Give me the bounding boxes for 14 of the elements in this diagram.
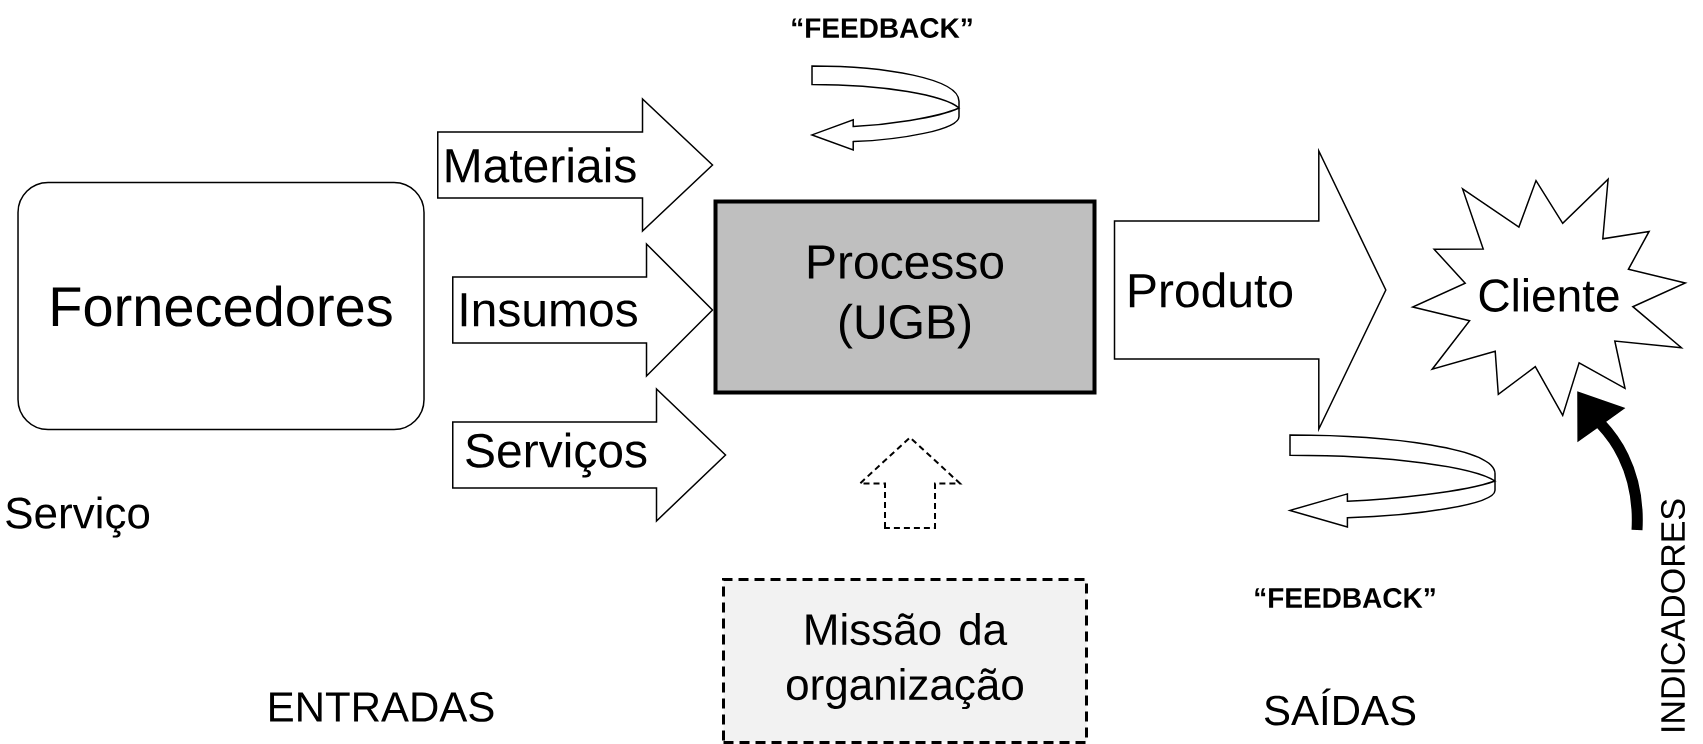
process-box: Processo (UGB) [713,199,1097,395]
feedback-label: “FEEDBACK” [792,18,972,38]
dashed-box: Missão da organização [722,578,1088,744]
section-label: ENTRADAS [270,692,494,722]
section-label: SAÍDAS [1264,688,1416,726]
feedback-label: “FEEDBACK” [1255,588,1435,608]
arrow-label: Serviços [463,431,650,479]
arrow-label: Materiais [441,146,639,184]
caption-text: Serviço [6,496,150,538]
rounded-box: Fornecedores [17,181,425,431]
arrow-label: Insumos [456,292,640,328]
vertical-text: INDICADORES [1660,499,1686,731]
block-arrow [857,436,963,529]
arrow-label: Produto [1124,271,1296,309]
